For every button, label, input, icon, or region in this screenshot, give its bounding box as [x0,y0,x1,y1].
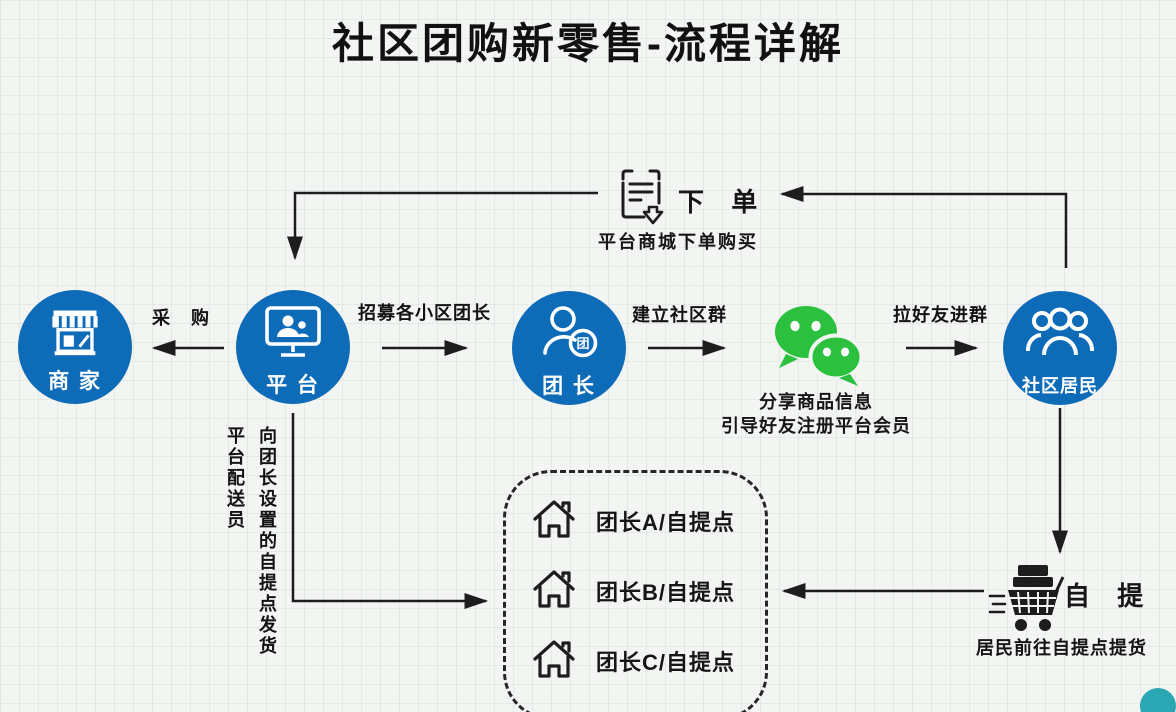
arrow-order-to-platform [287,191,598,261]
delivery-note-left: 平台配送员 [225,426,245,531]
pickup-label: 自 提 [1064,581,1154,611]
node-leader[interactable]: 团 团 长 [512,291,626,405]
cart-icon [988,562,1065,639]
house-icon [530,565,578,618]
leader-badge-char: 团 [576,336,589,351]
node-platform[interactable]: 平 台 [236,290,350,404]
edge-recruit-label: 招募各小区团长 [358,303,491,323]
node-merchant-label: 商 家 [48,370,102,393]
wechat-caption-line2: 引导好友注册平台会员 [721,416,911,436]
pickup-caption: 居民前往自提点提货 [976,638,1147,658]
pickup-row-b: 团长B/自提点 [530,565,765,617]
pickup-row-a: 团长A/自提点 [530,495,765,547]
pickup-row-c: 团长C/自提点 [530,635,765,687]
node-residents[interactable]: 社区居民 [1003,291,1117,405]
pickup-row-label: 团长A/自提点 [596,510,736,535]
house-icon [530,635,578,688]
node-merchant[interactable]: 商 家 [18,290,132,404]
node-residents-label: 社区居民 [1022,376,1098,396]
wechat-icon [766,298,870,395]
monitor-users-icon [261,304,325,367]
delivery-note-right: 向团长设置的自提点发货 [257,426,277,657]
wechat-caption-line1: 分享商品信息 [759,392,873,412]
edge-build-group-label: 建立社区群 [632,305,727,325]
person-badge-icon: 团 [536,301,602,368]
order-clipboard-icon [616,165,668,232]
edge-invite-label: 拉好友进群 [893,305,988,325]
order-caption: 平台商城下单购买 [598,232,758,252]
arrow-residents-to-order [779,186,1068,268]
edge-purchase-label: 采 购 [152,308,218,328]
node-leader-label: 团 长 [542,375,596,398]
people-group-icon [1023,305,1097,370]
storefront-icon [46,306,104,363]
node-platform-label: 平 台 [266,374,320,397]
order-label: 下 单 [678,187,768,217]
page-title: 社区团购新零售-流程详解 [332,20,844,67]
arrow-platform-to-pickupbox [291,413,489,609]
corner-dot [1140,688,1176,712]
pickup-points-box: 团长A/自提点 团长B/自提点 团长C/自提点 [503,470,768,712]
pickup-row-label: 团长B/自提点 [596,580,736,605]
pickup-row-label: 团长C/自提点 [596,650,736,675]
house-icon [530,495,578,548]
